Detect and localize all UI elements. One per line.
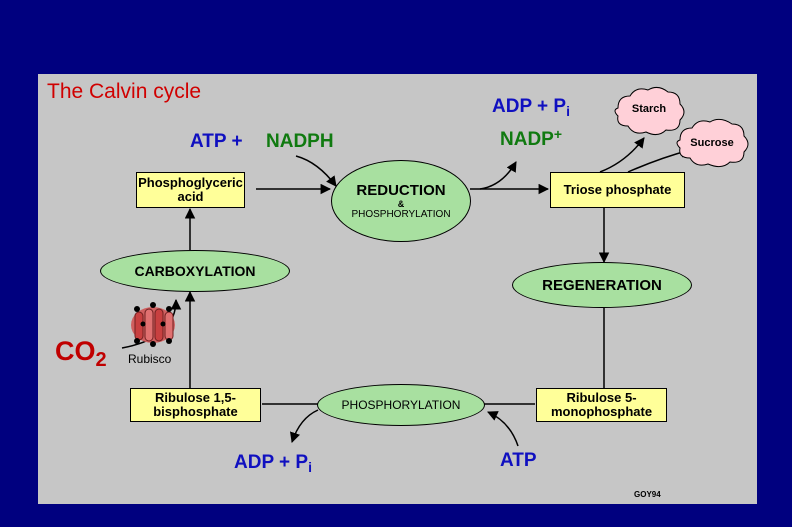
arrow-adp-nadp-out [479,161,517,190]
adp-pi-bottom-label: ADP + Pi [234,452,312,475]
arrow-atp-nadph-in [295,155,337,187]
starch-label: Starch [631,103,667,115]
sucrose-label: Sucrose [690,137,734,149]
ribulose-5-monophosphate-box: Ribulose 5-monophosphate [536,388,667,422]
arrow-atp-in [487,411,519,447]
arrow-adp-out [290,409,319,443]
rubisco-label: Rubisco [128,352,172,366]
atp-bottom-label: ATP [500,450,537,471]
sucrose-cloud-shape [676,118,749,168]
starch-cloud-shape [614,86,685,136]
phosphoglyceric-acid-box: Phosphoglyceric acid [136,172,245,208]
reduction-oval: REDUCTION & PHOSPHORYLATION [331,160,471,242]
adp-pi-top-label: ADP + Pi [492,96,570,119]
reduction-label: REDUCTION [356,182,446,199]
credit-label: GOY94 [634,490,661,499]
nadp-plus-label: NADP+ [500,126,563,150]
triose-phosphate-box: Triose phosphate [550,172,685,208]
reduction-sub-label: PHOSPHORYLATION [351,209,451,220]
regeneration-oval: REGENERATION [512,262,692,308]
atp-plus-label: ATP + [190,131,243,152]
rubisco-icon [131,302,175,347]
phosphorylation-oval: PHOSPHORYLATION [317,384,485,426]
reduction-amp: & [397,199,405,209]
carboxylation-oval: CARBOXYLATION [100,250,290,292]
nadph-label: NADPH [266,131,334,152]
arrow-triose-to-starch [599,137,645,173]
co2-label: CO2 [55,336,107,371]
diagram-title: The Calvin cycle [47,80,202,103]
ribulose-1-5-bisphosphate-box: Ribulose 1,5-bisphosphate [130,388,261,422]
